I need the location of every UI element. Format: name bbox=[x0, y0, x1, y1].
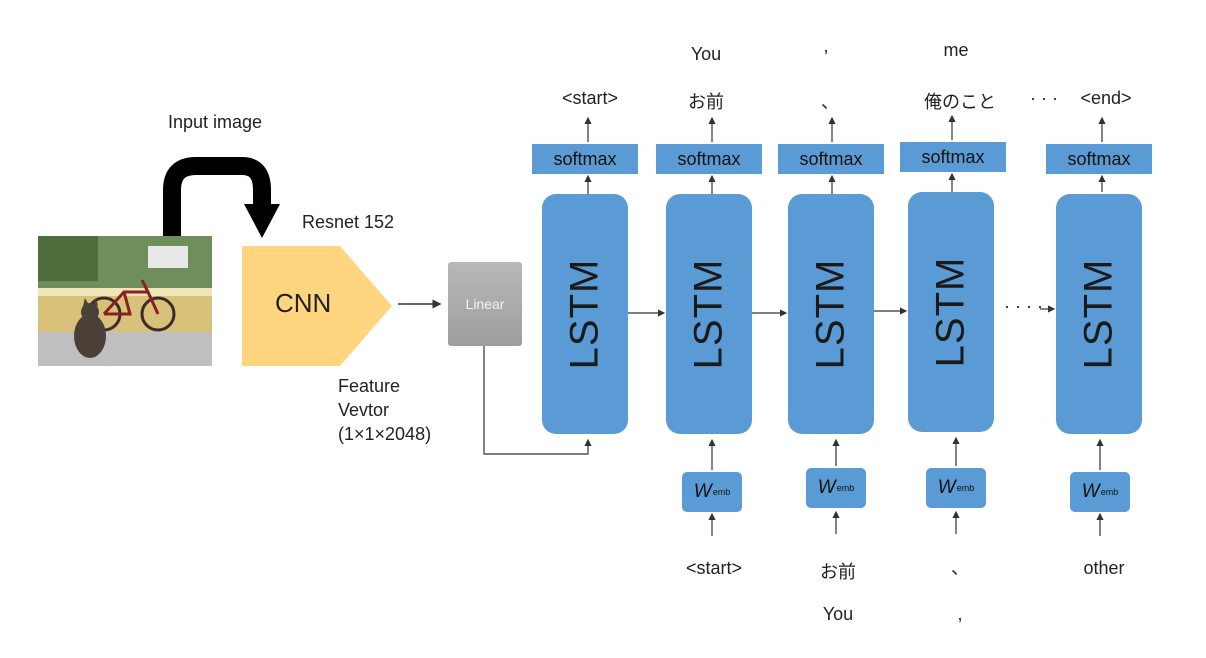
softmax-label: softmax bbox=[1067, 148, 1131, 169]
resnet-label: Resnet 152 bbox=[302, 212, 395, 232]
lstm-label: LSTM bbox=[1076, 258, 1121, 370]
input-curved-arrowhead bbox=[244, 204, 280, 238]
lstm-label: LSTM bbox=[808, 258, 853, 370]
softmax-label: softmax bbox=[553, 148, 617, 169]
output-word-3: 、 bbox=[821, 92, 839, 112]
output-word-5: <end> bbox=[1080, 88, 1132, 108]
lstm-label: LSTM bbox=[562, 258, 607, 370]
input-word-4: other bbox=[1083, 558, 1125, 578]
input-word-3: 、 bbox=[951, 558, 969, 578]
wemb-main: W bbox=[693, 481, 712, 502]
softmax-label: softmax bbox=[921, 146, 985, 167]
feature-label: Feature bbox=[338, 376, 401, 396]
output-translation-4: me bbox=[943, 40, 969, 60]
input-image-label: Input image bbox=[168, 112, 263, 132]
wemb-main: W bbox=[1081, 481, 1100, 502]
wemb-sub: emb bbox=[956, 483, 975, 493]
input-translation-2: You bbox=[822, 604, 854, 624]
linear-to-lstm-arrow bbox=[483, 346, 592, 455]
input-word-1: <start> bbox=[685, 558, 743, 578]
lstm-block-4: LSTM bbox=[908, 192, 994, 432]
output-word-4: 俺のこと bbox=[924, 92, 996, 112]
lstm-ellipsis: · · · · bbox=[1004, 296, 1043, 316]
input-translation-3: , bbox=[957, 604, 963, 624]
lstm-label: LSTM bbox=[928, 256, 973, 368]
softmax-box-2: softmax bbox=[656, 144, 762, 174]
output-ellipsis: · · · bbox=[1030, 88, 1058, 108]
softmax-label: softmax bbox=[677, 148, 741, 169]
output-translation-2: You bbox=[690, 44, 722, 64]
softmax-box-3: softmax bbox=[778, 144, 884, 174]
lstm-block-1: LSTM bbox=[542, 194, 628, 434]
output-word-2: お前 bbox=[688, 92, 724, 112]
softmax-box-1: softmax bbox=[532, 144, 638, 174]
lstm-label: LSTM bbox=[686, 258, 731, 370]
lstm-block-2: LSTM bbox=[666, 194, 752, 434]
softmax-label: softmax bbox=[799, 148, 863, 169]
linear-label: Linear bbox=[465, 296, 505, 312]
output-word-1: <start> bbox=[561, 88, 619, 108]
cnn-label: CNN bbox=[275, 288, 332, 318]
linear-layer: Linear bbox=[448, 262, 522, 346]
input-curved-arrow bbox=[163, 157, 271, 238]
input-photo bbox=[38, 236, 212, 366]
lstm-block-5: LSTM bbox=[1056, 194, 1142, 434]
lstm-block-3: LSTM bbox=[788, 194, 874, 434]
cat-bicycle-photo-icon bbox=[38, 236, 212, 366]
output-translation-3: , bbox=[823, 36, 829, 56]
wemb-main: W bbox=[817, 477, 836, 498]
softmax-box-4: softmax bbox=[900, 142, 1006, 172]
cnn-shape bbox=[242, 246, 392, 366]
wemb-sub: emb bbox=[712, 487, 731, 497]
vector-label: Vevtor bbox=[338, 400, 390, 420]
wemb-sub: emb bbox=[836, 483, 855, 493]
wemb-sub: emb bbox=[1100, 487, 1119, 497]
input-word-2: お前 bbox=[820, 562, 856, 582]
wemb-main: W bbox=[937, 477, 956, 498]
feature-dims-label: (1×1×2048) bbox=[338, 424, 432, 444]
softmax-box-5: softmax bbox=[1046, 144, 1152, 174]
